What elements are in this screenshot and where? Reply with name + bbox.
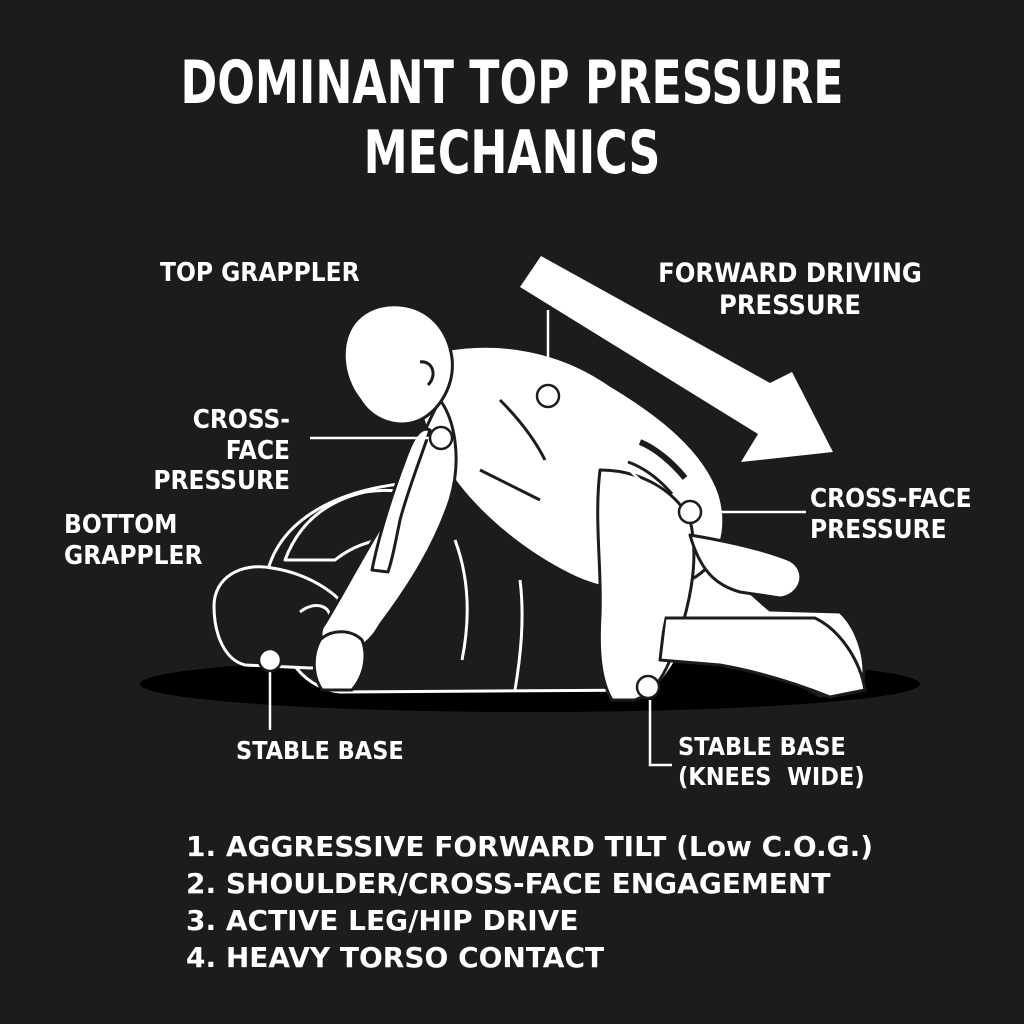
- label-cross-face-left: CROSS-FACE PRESSURE: [135, 405, 290, 497]
- marker-cross-face-left: [428, 425, 454, 451]
- label-bottom-grappler-line2: GRAPPLER: [64, 540, 203, 571]
- label-forward-driving-line2: PRESSURE: [719, 289, 861, 321]
- forward-pressure-arrow: [520, 256, 833, 462]
- callout-markers: [257, 383, 703, 700]
- callout-lines: [268, 310, 806, 767]
- key-point: 3. ACTIVE LEG/HIP DRIVE: [186, 904, 579, 937]
- label-top-grappler: TOP GRAPPLER: [160, 258, 360, 289]
- label-cross-face-left-line1: CROSS-FACE: [192, 405, 290, 466]
- label-cross-face-right: CROSS-FACE PRESSURE: [810, 484, 972, 545]
- label-stable-base-left: STABLE BASE: [236, 736, 404, 766]
- label-cross-face-right-line2: PRESSURE: [810, 514, 947, 545]
- label-cross-face-left-line2: PRESSURE: [153, 466, 290, 497]
- marker-stable-base-left: [257, 647, 283, 673]
- label-bottom-grappler: BOTTOM GRAPPLER: [64, 510, 203, 571]
- label-forward-driving-pressure: FORWARD DRIVING PRESSURE: [640, 258, 940, 322]
- label-stable-base-right-line1: STABLE BASE: [678, 732, 846, 761]
- key-point: 1. AGGRESSIVE FORWARD TILT (Low C.O.G.): [186, 830, 874, 863]
- marker-forward-pressure: [535, 383, 561, 409]
- marker-cross-face-right: [677, 499, 703, 525]
- key-points-list: 1. AGGRESSIVE FORWARD TILT (Low C.O.G.) …: [186, 828, 873, 976]
- key-point: 4. HEAVY TORSO CONTACT: [186, 941, 605, 974]
- page-title: DOMINANT TOP PRESSURE MECHANICS: [180, 48, 844, 188]
- label-cross-face-right-line1: CROSS-FACE: [810, 484, 972, 514]
- label-stable-base-left-text: STABLE BASE: [236, 736, 404, 765]
- key-point: 2. SHOULDER/CROSS-FACE ENGAGEMENT: [186, 867, 831, 900]
- label-stable-base-right-line2: (KNEES WIDE): [678, 761, 865, 791]
- marker-stable-base-right: [635, 674, 661, 700]
- label-top-grappler-text: TOP GRAPPLER: [160, 258, 360, 288]
- label-bottom-grappler-line1: BOTTOM: [64, 510, 178, 540]
- label-forward-driving-line1: FORWARD DRIVING: [658, 258, 922, 289]
- label-stable-base-right: STABLE BASE (KNEES WIDE): [678, 732, 865, 791]
